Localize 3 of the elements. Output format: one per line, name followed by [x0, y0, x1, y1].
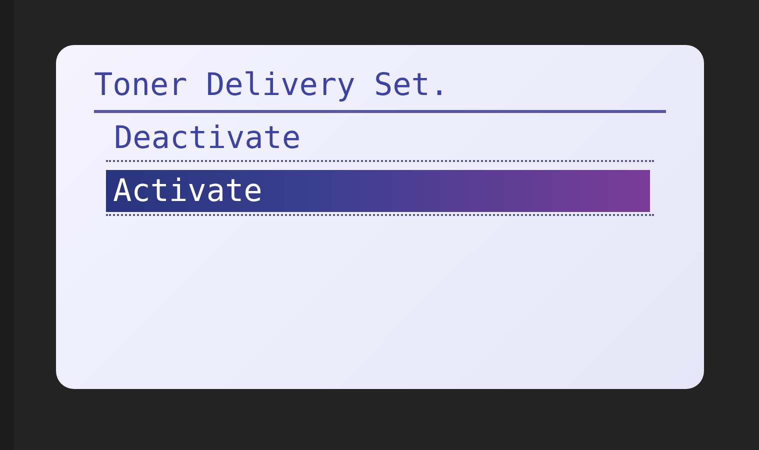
menu-item: Deactivate: [114, 120, 301, 156]
selected-menu-item: Activate: [106, 170, 650, 212]
menu-title: Toner Delivery Set.: [94, 67, 449, 103]
